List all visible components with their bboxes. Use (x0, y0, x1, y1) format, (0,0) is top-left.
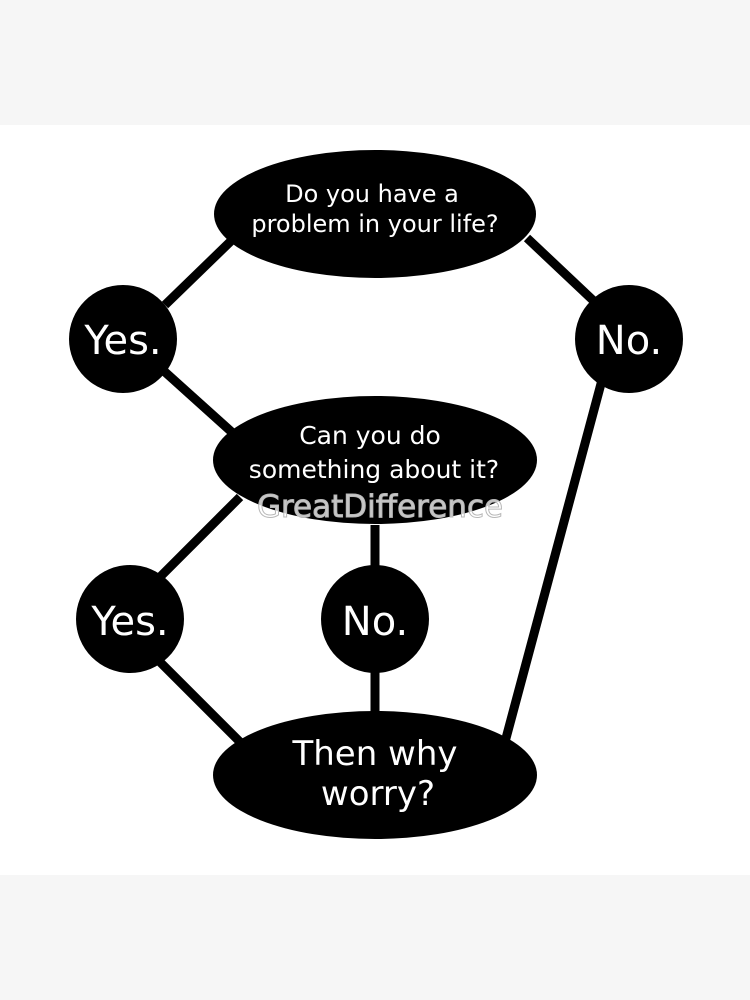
connector-yes1-to-q2 (161, 368, 239, 439)
watermark-text: GreatDifference (257, 489, 503, 525)
conclusion-node: Then why worry? (213, 711, 537, 839)
bottom-margin-band (0, 875, 750, 1000)
connector-no1-to-conclusion (500, 378, 607, 744)
connectors (154, 234, 607, 746)
question-1-line-1: Do you have a (285, 180, 459, 208)
question-2-line-2: something about it? (249, 455, 499, 484)
question-1-line-2: problem in your life? (251, 210, 498, 238)
connector-yes2-to-conclusion (154, 656, 244, 746)
question-2-line-1: Can you do (299, 421, 441, 450)
connector-q1-to-yes1 (161, 236, 236, 309)
answer-yes-2-label: Yes. (90, 599, 168, 645)
answer-yes-2-node: Yes. (76, 565, 184, 673)
answer-no-1-label: No. (596, 318, 662, 364)
answer-no-2-node: No. (321, 565, 429, 673)
question-2-node: Can you do something about it? (213, 396, 537, 524)
answer-yes-1-label: Yes. (83, 318, 161, 364)
flowchart-svg: Do you have a problem in your life? Yes.… (69, 150, 683, 839)
connector-q1-to-no1 (523, 234, 602, 309)
answer-no-2-label: No. (342, 599, 408, 645)
answer-no-1-node: No. (575, 285, 683, 393)
top-margin-band (0, 0, 750, 125)
answer-yes-1-node: Yes. (69, 285, 177, 393)
conclusion-line-1: Then why (291, 734, 457, 774)
connector-q2-to-yes2 (156, 493, 244, 581)
conclusion-line-2: worry? (321, 774, 435, 814)
question-1-node: Do you have a problem in your life? (214, 150, 536, 278)
flowchart-canvas: Do you have a problem in your life? Yes.… (0, 125, 750, 875)
